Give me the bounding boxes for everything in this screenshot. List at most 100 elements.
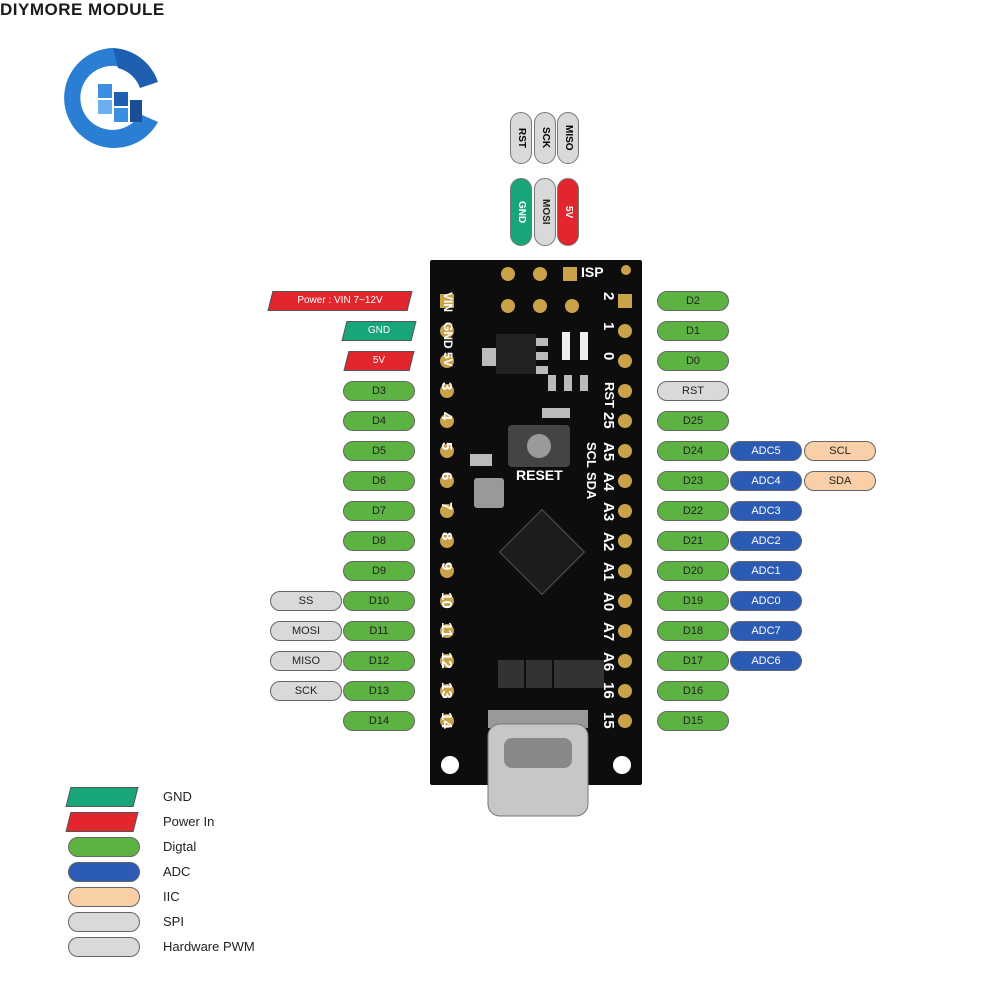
digital-pin-label: D0 — [657, 351, 729, 371]
digital-pin-label: D13 — [343, 681, 415, 701]
left-silk-label: 11 — [438, 622, 455, 638]
left-silk-label: 13 — [438, 682, 455, 699]
isp-bottom-pin: MOSI — [534, 178, 556, 246]
left-silk-label: VIN — [441, 292, 455, 313]
legend-label: Power In — [163, 814, 215, 829]
right-silk-label: 16 — [600, 682, 617, 699]
right-silk-label: A7 — [600, 622, 617, 642]
right-silk-label: A6 — [600, 652, 617, 672]
adc-pin-label: ADC0 — [730, 591, 802, 611]
legend-swatch — [68, 837, 140, 857]
pin-hole — [440, 444, 454, 458]
right-silk-label: A4 — [600, 472, 617, 492]
left-silk-label: 4 — [438, 412, 455, 421]
digital-pin-label: D21 — [657, 531, 729, 551]
right-silk-label: A1 — [600, 562, 617, 582]
right-silk-label: 0 — [600, 352, 617, 361]
digital-pin-label: D15 — [657, 711, 729, 731]
pin-hole — [440, 564, 454, 578]
pin-hole — [440, 384, 454, 398]
legend-label: ADC — [163, 864, 191, 879]
legend-swatch — [68, 812, 136, 832]
pin-hole — [618, 384, 632, 398]
spi-pin-label: MISO — [270, 651, 342, 671]
adc-pin-label: ADC6 — [730, 651, 802, 671]
isp-top-pin: RST — [510, 112, 532, 164]
right-silk-label: 25 — [600, 412, 617, 429]
legend-swatch — [68, 887, 140, 907]
power-pin-label: Power : VIN 7~12V — [270, 291, 410, 311]
left-silk-label: 8 — [438, 532, 455, 541]
right-silk-label: 2 — [600, 292, 617, 301]
pin-hole — [618, 324, 632, 338]
legend-swatch — [68, 912, 140, 932]
left-silk-label: 3 — [438, 382, 455, 391]
digital-pin-label: D7 — [343, 501, 415, 521]
isp-label: ISP — [581, 264, 604, 280]
spi-pin-label: MOSI — [270, 621, 342, 641]
adc-pin-label: ADC5 — [730, 441, 802, 461]
digital-pin-label: D9 — [343, 561, 415, 581]
digital-pin-label: D12 — [343, 651, 415, 671]
pin-hole — [618, 624, 632, 638]
pin-hole — [618, 504, 632, 518]
legend-label: Digtal — [163, 839, 197, 854]
pin-hole — [618, 354, 632, 368]
brand-logo-icon — [58, 42, 168, 162]
isp-top-pin: SCK — [534, 112, 556, 164]
legend-label: Hardware PWM — [163, 939, 255, 954]
digital-pin-label: D24 — [657, 441, 729, 461]
pin-hole — [618, 684, 632, 698]
adc-pin-label: ADC7 — [730, 621, 802, 641]
pin-hole — [440, 684, 454, 698]
legend-swatch — [68, 937, 140, 957]
reset-label: RESET — [516, 467, 563, 483]
digital-pin-label: D17 — [657, 651, 729, 671]
pin-hole — [440, 354, 454, 368]
pin-hole — [618, 474, 632, 488]
pin-hole — [440, 594, 454, 608]
legend-label: IIC — [163, 889, 180, 904]
pin-hole — [440, 654, 454, 668]
digital-pin-label: D10 — [343, 591, 415, 611]
right-silk-label: A0 — [600, 592, 617, 612]
digital-pin-label: D6 — [343, 471, 415, 491]
right-silk-label: A5 — [600, 442, 617, 462]
right-silk-extra: SDA — [584, 472, 599, 500]
digital-pin-label: D1 — [657, 321, 729, 341]
iic-pin-label: SDA — [804, 471, 876, 491]
pin-hole — [440, 504, 454, 518]
left-silk-label: 7 — [438, 502, 455, 511]
digital-pin-label: D14 — [343, 711, 415, 731]
adc-pin-label: ADC4 — [730, 471, 802, 491]
left-silk-label: 9 — [438, 562, 455, 571]
pin-hole — [618, 594, 632, 608]
left-silk-label: 5 — [438, 442, 455, 451]
digital-pin-label: D20 — [657, 561, 729, 581]
left-silk-label: 6 — [438, 472, 455, 481]
left-silk-label: GND — [441, 322, 455, 349]
digital-pin-label: RST — [657, 381, 729, 401]
pin-hole — [618, 564, 632, 578]
spi-pin-label: SS — [270, 591, 342, 611]
digital-pin-label: D22 — [657, 501, 729, 521]
legend-swatch — [68, 862, 140, 882]
pin-hole — [440, 534, 454, 548]
iic-pin-label: SCL — [804, 441, 876, 461]
right-silk-label: A2 — [600, 532, 617, 552]
isp-bottom-pin: GND — [510, 178, 532, 246]
left-silk-label: 5V — [441, 352, 455, 367]
right-silk-label: A3 — [600, 502, 617, 522]
left-silk-label: 12 — [438, 652, 455, 669]
pin-hole — [618, 714, 632, 728]
legend-label: GND — [163, 789, 192, 804]
digital-pin-label: D5 — [343, 441, 415, 461]
left-silk-label: 10 — [438, 592, 455, 609]
right-silk-extra: SCL — [584, 442, 599, 468]
digital-pin-label: D11 — [343, 621, 415, 641]
power-pin-label: GND — [344, 321, 414, 341]
digital-pin-label: D25 — [657, 411, 729, 431]
adc-pin-label: ADC2 — [730, 531, 802, 551]
digital-pin-label: D18 — [657, 621, 729, 641]
pin-hole — [440, 324, 454, 338]
